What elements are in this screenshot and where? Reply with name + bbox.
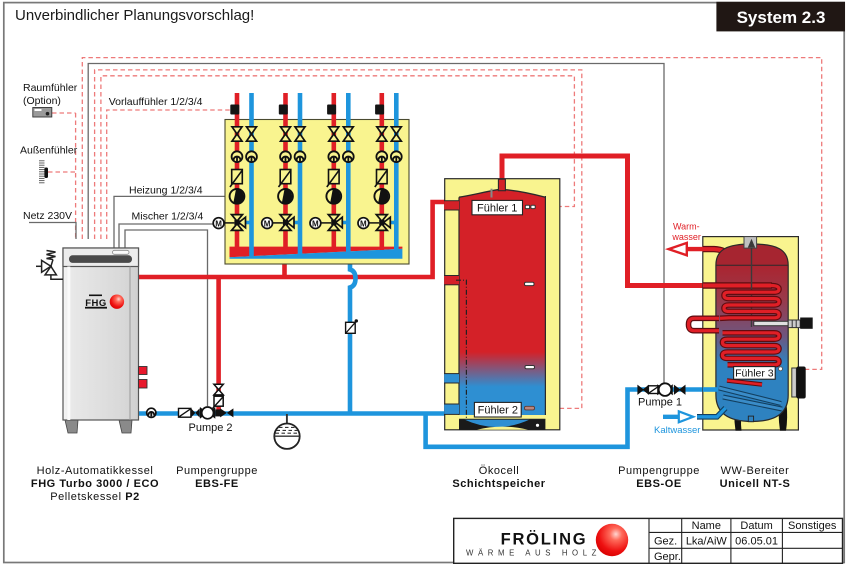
svg-text:Raumfühler: Raumfühler [23, 82, 78, 94]
svg-text:Schichtspeicher: Schichtspeicher [452, 478, 545, 490]
svg-text:FRÖLING: FRÖLING [501, 530, 588, 549]
svg-text:Datum: Datum [740, 520, 772, 532]
svg-text:Gez.: Gez. [654, 536, 677, 548]
svg-text:Unverbindlicher Planungsvorsch: Unverbindlicher Planungsvorschlag! [15, 7, 254, 24]
svg-text:FHG Turbo 3000 / ECO: FHG Turbo 3000 / ECO [31, 478, 159, 490]
svg-text:Ökocell: Ökocell [479, 465, 520, 477]
svg-text:(Option): (Option) [23, 95, 61, 107]
svg-text:Fühler 3: Fühler 3 [735, 368, 774, 380]
svg-text:Pumpengruppe: Pumpengruppe [176, 465, 258, 477]
svg-text:wasser: wasser [671, 232, 701, 242]
svg-text:Warm-: Warm- [673, 222, 700, 232]
svg-text:Gepr.: Gepr. [654, 551, 681, 563]
svg-text:Fühler 2: Fühler 2 [478, 405, 518, 417]
svg-text:Kaltwasser: Kaltwasser [654, 425, 700, 436]
svg-text:Netz 230V: Netz 230V [23, 210, 72, 222]
svg-text:06.05.01: 06.05.01 [735, 536, 778, 548]
svg-text:WW-Bereiter: WW-Bereiter [721, 465, 790, 477]
svg-text:Vorlauffühler 1/2/3/4: Vorlauffühler 1/2/3/4 [109, 96, 203, 108]
svg-text:Sonstiges: Sonstiges [788, 520, 837, 532]
svg-text:Heizung 1/2/3/4: Heizung 1/2/3/4 [129, 184, 203, 196]
svg-text:Pumpengruppe: Pumpengruppe [618, 465, 700, 477]
svg-text:Außenfühler: Außenfühler [20, 145, 78, 157]
svg-text:Name: Name [692, 520, 721, 532]
svg-text:Pelletskessel P2: Pelletskessel P2 [50, 491, 140, 503]
svg-text:Mischer 1/2/3/4: Mischer 1/2/3/4 [132, 211, 204, 223]
svg-text:EBS-OE: EBS-OE [636, 478, 681, 490]
svg-text:WÄRME AUS HOLZ: WÄRME AUS HOLZ [466, 548, 601, 557]
svg-text:Pumpe 1: Pumpe 1 [638, 397, 682, 409]
svg-text:Holz-Automatikkessel: Holz-Automatikkessel [37, 465, 154, 477]
svg-text:FHG: FHG [85, 298, 107, 309]
svg-text:System 2.3: System 2.3 [737, 8, 826, 27]
svg-text:Unicell NT-S: Unicell NT-S [720, 478, 791, 490]
svg-text:Fühler 1: Fühler 1 [477, 202, 517, 214]
svg-text:Lka/AiW: Lka/AiW [686, 536, 728, 548]
svg-text:Pumpe 2: Pumpe 2 [189, 422, 233, 434]
svg-text:EBS-FE: EBS-FE [195, 478, 239, 490]
